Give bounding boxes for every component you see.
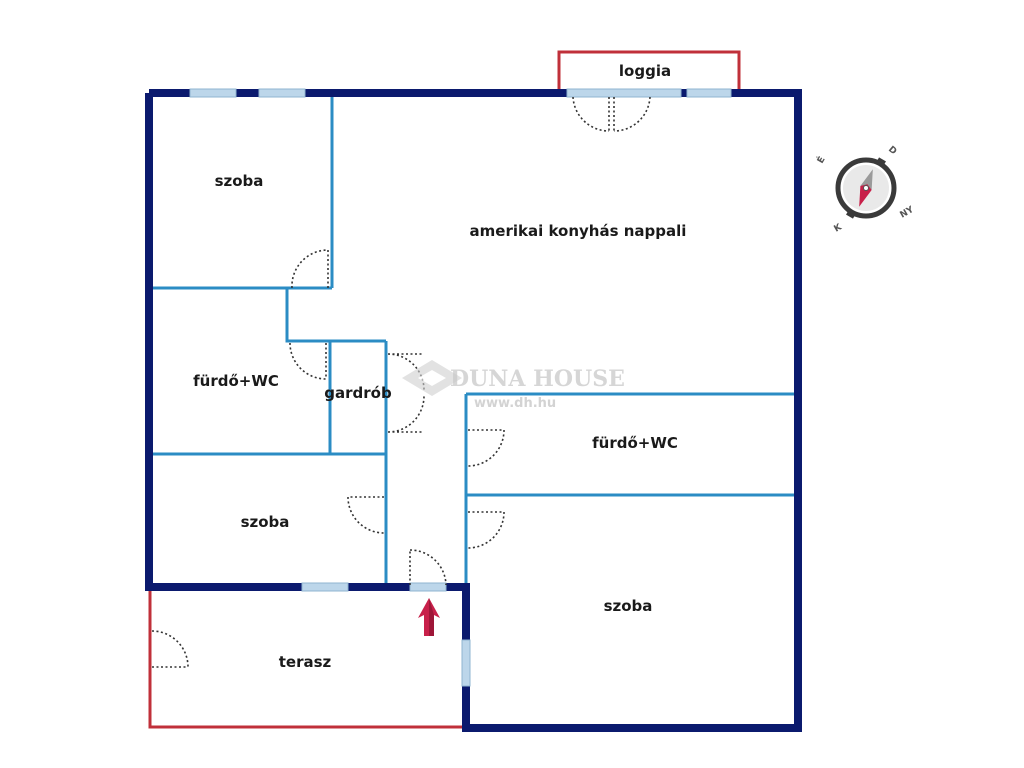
compass-west: NY [899, 205, 917, 221]
room-label-bedroom-middle-left: szoba [241, 513, 290, 531]
compass-south: D [886, 145, 898, 157]
inner-walls [153, 97, 796, 585]
room-label-bedroom-top-left: szoba [215, 172, 264, 190]
room-label-living-kitchen: amerikai konyhás nappali [470, 222, 687, 240]
room-label-bathroom-left: fürdő+WC [193, 372, 279, 390]
room-label-wardrobe: gardrób [324, 384, 392, 402]
room-label-bedroom-bottom-right: szoba [604, 597, 653, 615]
entrance-arrow-icon [418, 598, 440, 636]
room-label-loggia: loggia [619, 62, 671, 80]
watermark-brand: DUNA HOUSE [450, 366, 625, 392]
compass-east: K [833, 222, 845, 235]
compass-icon: É D NY K [814, 145, 916, 235]
room-label-bathroom-right: fürdő+WC [592, 434, 678, 452]
compass-north: É [814, 154, 827, 165]
outer-walls [145, 89, 802, 732]
doors [151, 96, 651, 668]
terrace-outline [148, 590, 465, 729]
room-label-terrace: terasz [279, 653, 332, 671]
loggia-outline [557, 50, 741, 93]
watermark-logo [402, 360, 462, 396]
windows [189, 88, 732, 687]
watermark-url: www.dh.hu [474, 396, 556, 411]
